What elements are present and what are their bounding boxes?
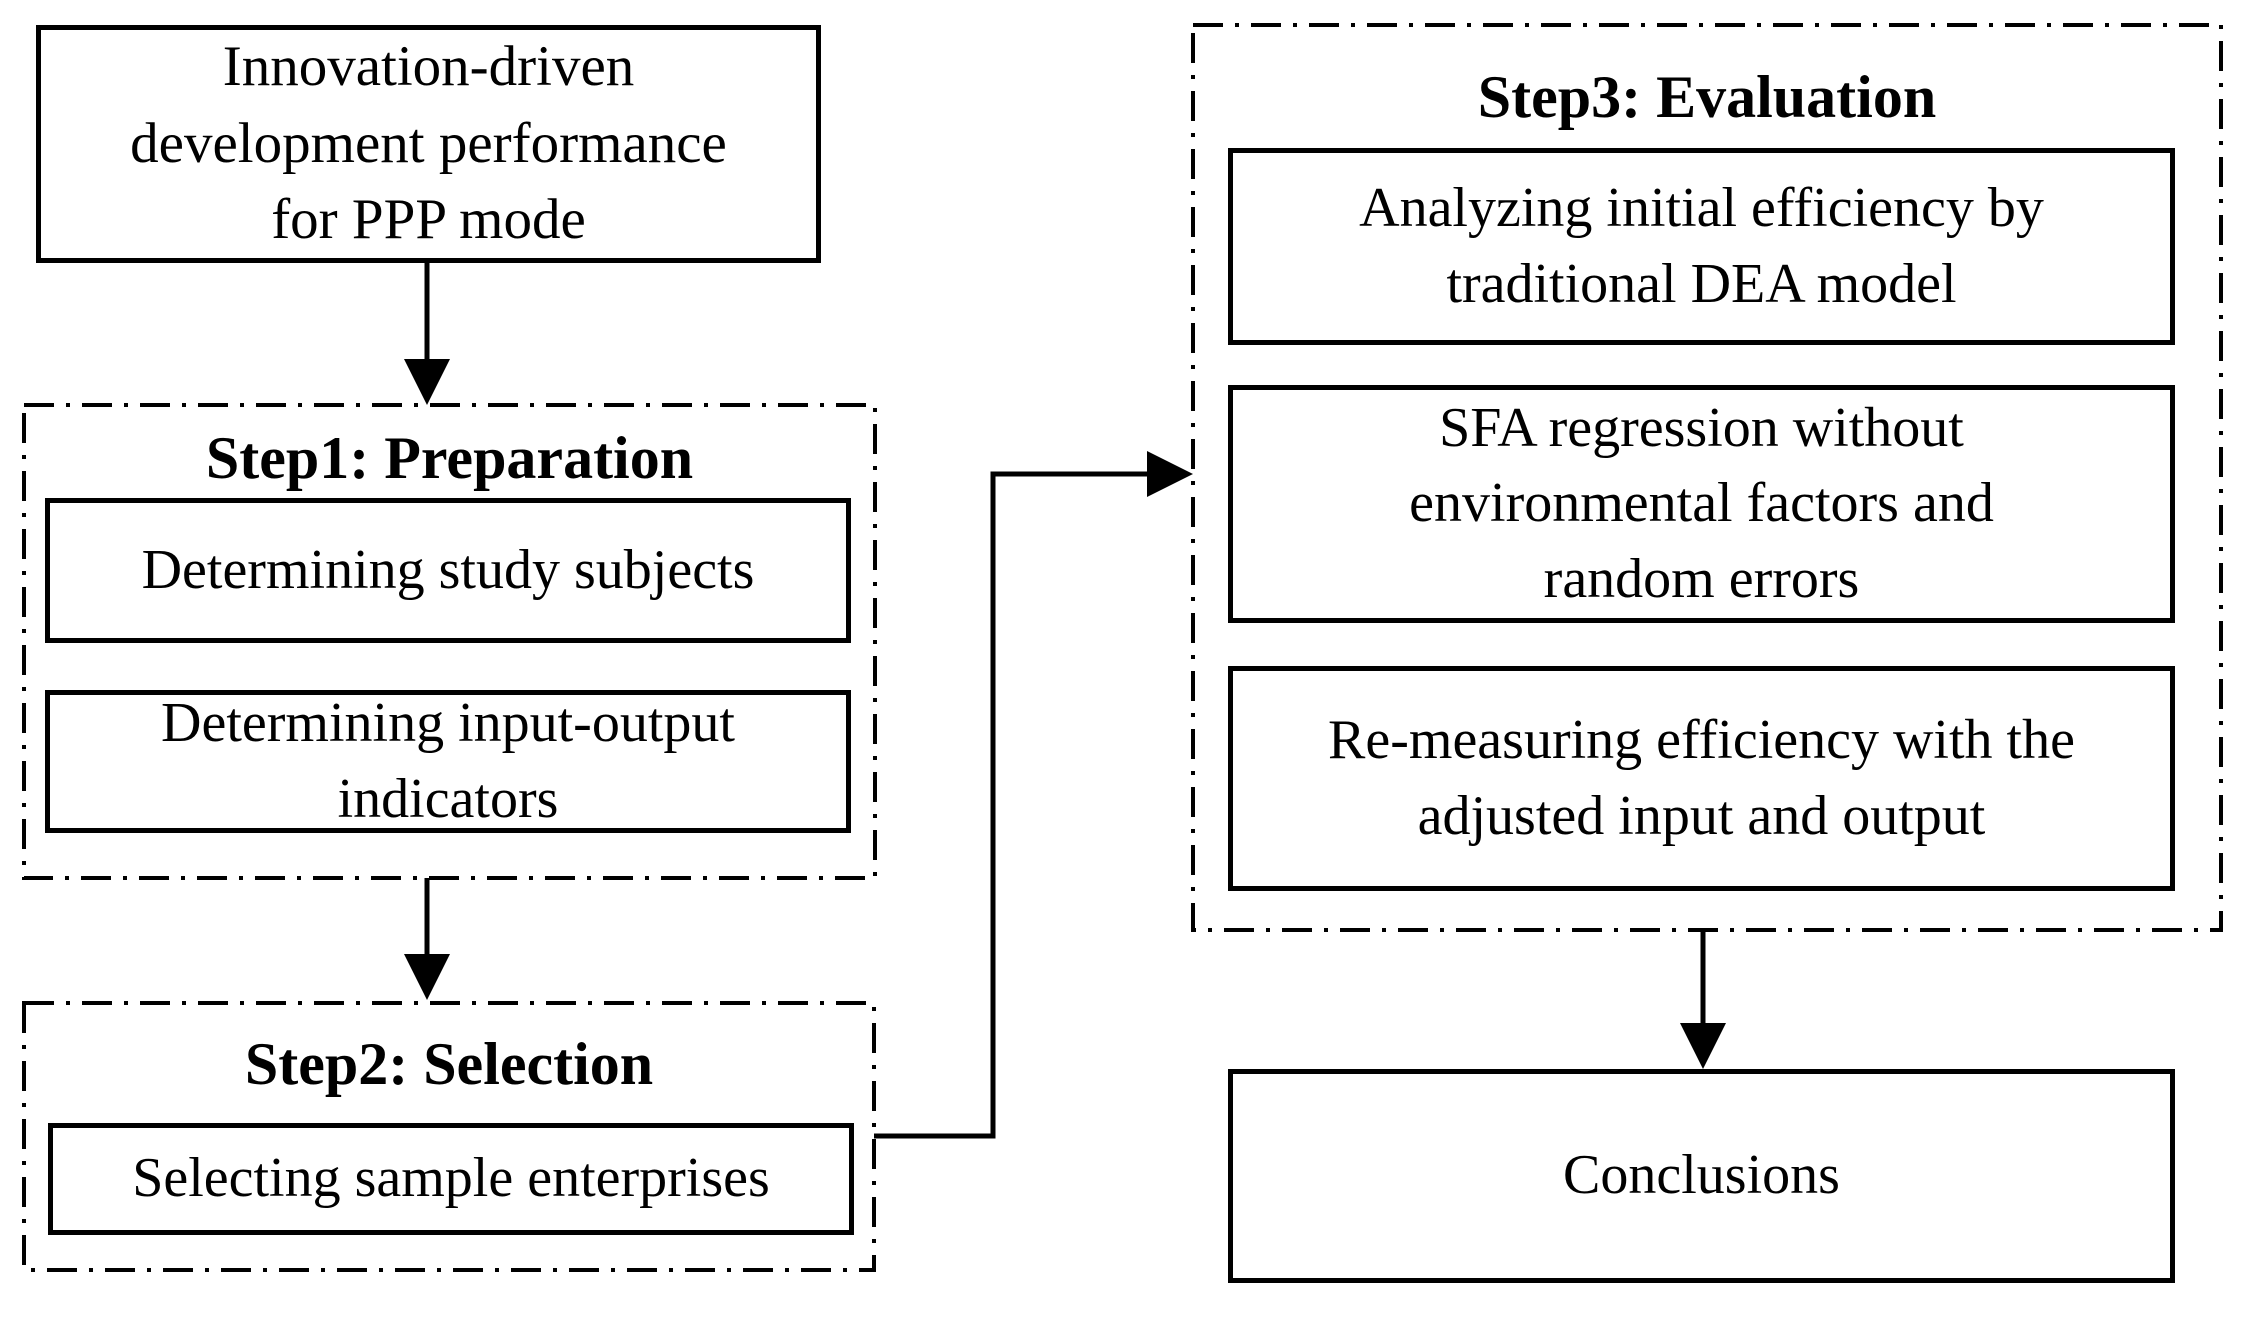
- box-text-line: Conclusions: [1563, 1144, 1840, 1207]
- box-text-line: Analyzing initial efficiency by: [1359, 176, 2044, 239]
- step2-box-selecting-sample-enterprises: Selecting sample enterprises: [48, 1123, 854, 1235]
- step3-box-analyzing-initial-efficiency: Analyzing initial efficiency by traditio…: [1228, 148, 2175, 345]
- box-text-line: SFA regression without: [1439, 396, 1964, 459]
- arrow-step1-to-step2-head: [404, 954, 450, 1000]
- conclusions-box: Conclusions: [1228, 1069, 2175, 1283]
- box-text-line: adjusted input and output: [1417, 784, 1986, 847]
- step3-title: Step3: Evaluation: [1477, 64, 1937, 130]
- step1-box-determining-study-subjects: Determining study subjects: [45, 498, 851, 643]
- box-text-line: Determining input-output: [161, 691, 735, 754]
- arrow-step3-to-conclusions-head: [1680, 1023, 1726, 1069]
- arrow-step2-to-step3-shaft: [874, 471, 1150, 1139]
- step3-container-border: [1191, 23, 2223, 932]
- box-text-line: Re-measuring efficiency with the: [1328, 708, 2075, 771]
- root-box-line: development performance: [130, 111, 727, 175]
- box-text-line: Selecting sample enterprises: [132, 1147, 770, 1210]
- box-text-line: Determining study subjects: [141, 538, 755, 601]
- root-box-line: for PPP mode: [271, 188, 586, 252]
- arrow-root-to-step1-head: [404, 359, 450, 405]
- box-text-line: indicators: [337, 767, 559, 830]
- root-box: Innovation-driven development performanc…: [36, 25, 821, 263]
- step3-box-sfa-regression: SFA regression without environmental fac…: [1228, 385, 2175, 623]
- root-box-line: Innovation-driven: [222, 34, 635, 98]
- step1-box-determining-input-output-indicators: Determining input-output indicators: [45, 690, 851, 833]
- step2-container-border: [22, 1001, 876, 1272]
- step2-title: Step2: Selection: [244, 1031, 654, 1097]
- box-text-line: random errors: [1543, 547, 1860, 610]
- step1-title: Step1: Preparation: [205, 425, 694, 491]
- arrow-step2-to-step3-head: [1147, 451, 1193, 497]
- step1-container-border: [22, 403, 877, 880]
- box-text-line: traditional DEA model: [1446, 252, 1957, 315]
- step3-box-remeasuring-efficiency: Re-measuring efficiency with the adjuste…: [1228, 666, 2175, 891]
- box-text-line: environmental factors and: [1409, 472, 1994, 535]
